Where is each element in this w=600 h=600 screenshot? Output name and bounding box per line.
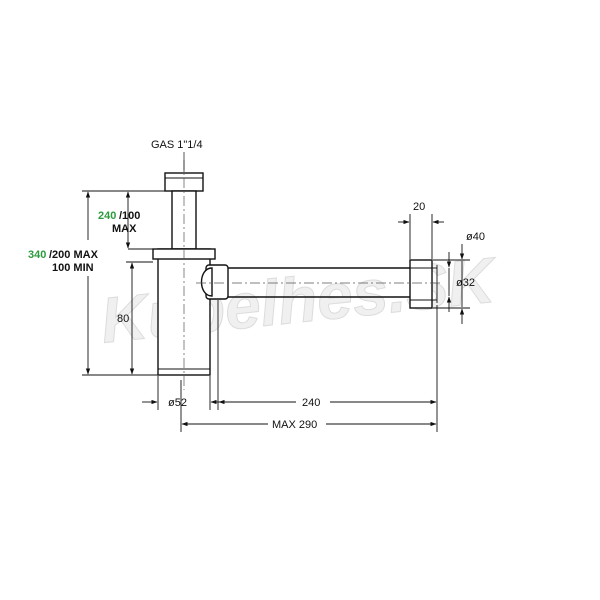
dim-height-total-line2: 100 MIN: [52, 262, 94, 274]
dim-max290: [180, 380, 437, 432]
dim-d52-label: ø52: [168, 397, 187, 409]
dim-height-inlet: [125, 190, 165, 250]
wall-rosette: [409, 259, 433, 309]
dim-240-label: 240: [302, 397, 320, 409]
dim-height-total-value-rest: /200 MAX: [49, 249, 99, 261]
dim-20-label: 20: [413, 201, 425, 213]
dim-d40: [433, 244, 470, 324]
dim-240: [217, 300, 438, 432]
dim-height-total: [82, 190, 158, 376]
gas-thread-label: GAS 1"1/4: [151, 139, 203, 151]
dim-80: [126, 261, 153, 375]
dim-80-label: 80: [117, 313, 129, 325]
dim-d40-label: ø40: [466, 231, 485, 243]
dim-height-total-value-green: 340: [28, 249, 46, 261]
dim-d32-label: ø32: [456, 277, 475, 289]
dim-height-inlet-line2: MAX: [112, 223, 137, 235]
dim-20: [398, 214, 444, 259]
dim-max290-label: MAX 290: [272, 419, 317, 431]
dim-height-inlet-value-rest: /100: [119, 210, 140, 222]
dim-height-inlet-value-green: 240: [98, 210, 116, 222]
outlet-pipe: [200, 259, 438, 309]
